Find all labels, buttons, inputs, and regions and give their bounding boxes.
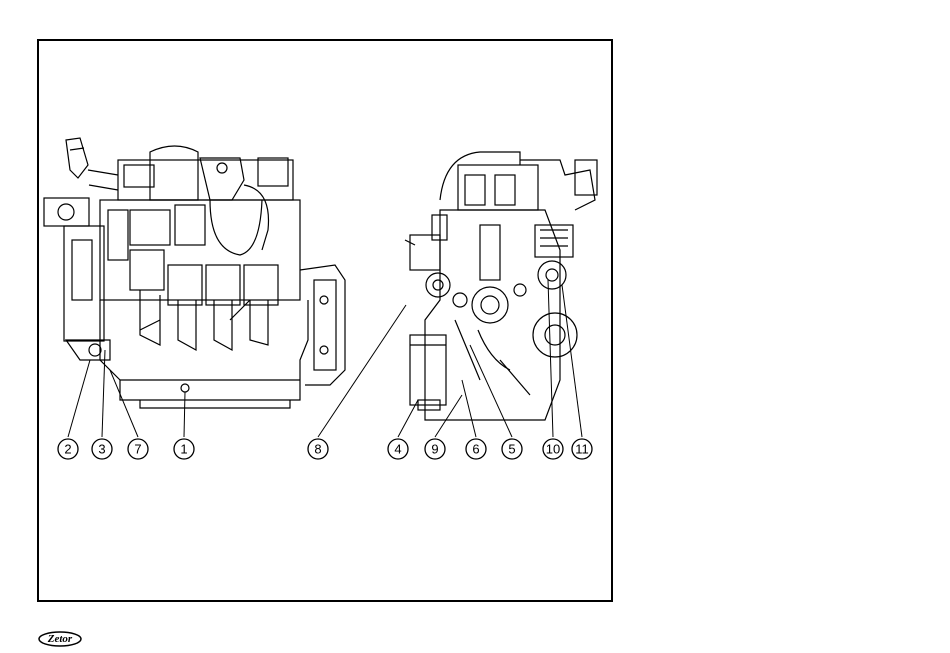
callout-markers: 2 3 7 1 8 4 9 6 5 10 11 — [58, 439, 592, 459]
engine-right-view — [405, 152, 597, 420]
callout-1: 1 — [174, 439, 194, 459]
callout-2: 2 — [58, 439, 78, 459]
callout-label: 8 — [314, 442, 321, 457]
callout-label: 11 — [575, 442, 589, 457]
callout-label: 3 — [98, 442, 105, 457]
logo-text: Zetor — [37, 630, 83, 648]
zetor-logo: Zetor — [37, 630, 83, 648]
callout-11: 11 — [572, 439, 592, 459]
callout-label: 1 — [180, 442, 187, 457]
callout-label: 7 — [134, 442, 141, 457]
callout-4: 4 — [388, 439, 408, 459]
callout-label: 10 — [546, 442, 560, 457]
callout-10: 10 — [543, 439, 563, 459]
callout-8: 8 — [308, 439, 328, 459]
callout-7: 7 — [128, 439, 148, 459]
callout-label: 5 — [508, 442, 515, 457]
engine-left-view — [44, 138, 345, 408]
callout-3: 3 — [92, 439, 112, 459]
callout-label: 6 — [472, 442, 479, 457]
callout-9: 9 — [425, 439, 445, 459]
callout-label: 9 — [431, 442, 438, 457]
callout-5: 5 — [502, 439, 522, 459]
callout-6: 6 — [466, 439, 486, 459]
callout-label: 2 — [64, 442, 71, 457]
callout-label: 4 — [394, 442, 401, 457]
